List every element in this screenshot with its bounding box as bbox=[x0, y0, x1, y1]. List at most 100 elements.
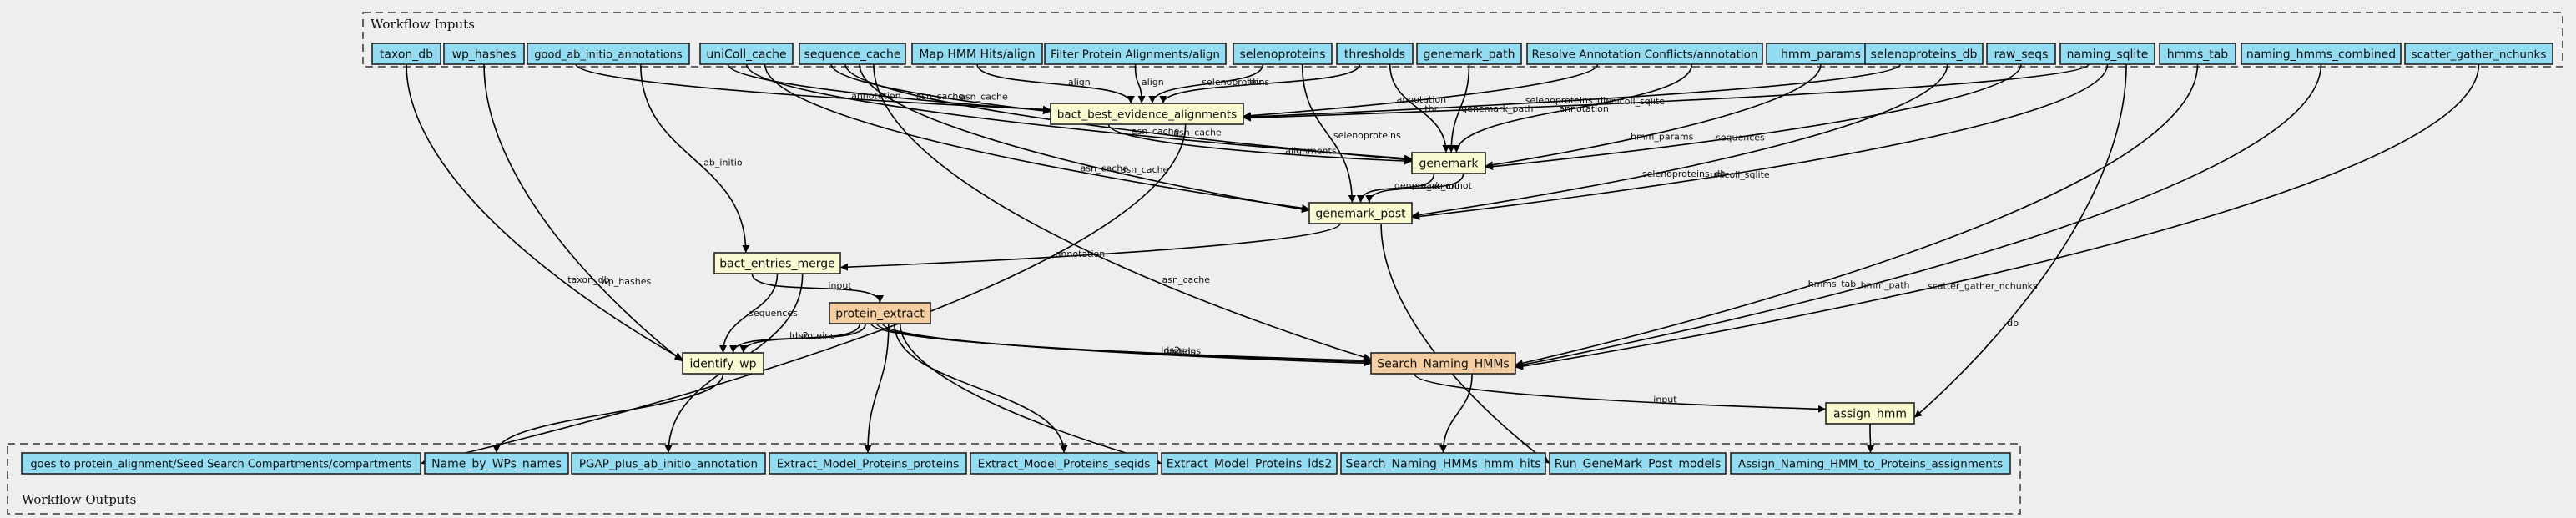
node-label: Extract_Model_Proteins_lds2 bbox=[1167, 458, 1333, 471]
edge-resolve_annotation_conflicts_annotation-to-bact_best_evidence_alignments bbox=[1243, 63, 1599, 120]
edge-label: genemark_path bbox=[1461, 103, 1533, 114]
node-box[interactable] bbox=[1864, 43, 1984, 65]
node-box[interactable] bbox=[699, 43, 794, 65]
edge-assign_hmm-to-out_assign bbox=[1866, 423, 1874, 454]
step-node-assign-hmm[interactable]: assign_hmm bbox=[1825, 402, 1915, 425]
node-box[interactable] bbox=[443, 43, 525, 65]
node-box[interactable] bbox=[21, 452, 421, 475]
node-box[interactable] bbox=[1370, 352, 1516, 375]
edge-label: db bbox=[2007, 318, 2019, 329]
step-node-search-naming-hmms[interactable]: Search_Naming_HMMs bbox=[1370, 352, 1516, 375]
node-box[interactable] bbox=[682, 352, 764, 375]
step-node-protein-extract[interactable]: protein_extract bbox=[829, 302, 931, 324]
edge-thresholds-to-bact_best_evidence_alignments bbox=[1159, 63, 1361, 104]
input-node-selenoproteins-db[interactable]: selenoproteins_db bbox=[1864, 43, 1984, 65]
output-node-out-pgap-plus[interactable]: PGAP_plus_ab_initio_annotation bbox=[571, 452, 766, 475]
input-node-unicoll-cache[interactable]: uniColl_cache bbox=[699, 43, 794, 65]
node-box[interactable] bbox=[713, 252, 841, 274]
node-label: bact_entries_merge bbox=[719, 258, 834, 271]
output-node-out-rgmp-models[interactable]: Run_GeneMark_Post_models bbox=[1549, 452, 1727, 475]
node-box[interactable] bbox=[1549, 452, 1727, 475]
node-box[interactable] bbox=[2404, 43, 2553, 65]
edge-label: proteins bbox=[798, 330, 835, 341]
node-box[interactable] bbox=[1411, 152, 1486, 174]
input-node-hmm-params[interactable]: hmm_params bbox=[1766, 43, 1876, 65]
edge-protein_extract-to-out_emp_lds2 bbox=[899, 323, 1162, 465]
node-box[interactable] bbox=[911, 43, 1043, 65]
edge-label: seqids bbox=[1166, 346, 1196, 357]
input-node-scatter-gather-nchunks[interactable]: scatter_gather_nchunks bbox=[2404, 43, 2553, 65]
output-node-out-emp-seqids[interactable]: Extract_Model_Proteins_seqids bbox=[970, 452, 1158, 475]
node-box[interactable] bbox=[1044, 43, 1227, 65]
edge-label: align bbox=[1068, 77, 1091, 88]
node-box[interactable] bbox=[829, 302, 931, 324]
input-node-thresholds[interactable]: thresholds bbox=[1336, 43, 1414, 65]
edge-label: sequences bbox=[749, 308, 798, 319]
edge-Search_Naming_HMMs-to-out_snh_hits bbox=[1439, 373, 1473, 454]
node-box[interactable] bbox=[799, 43, 906, 65]
output-node-out-assign[interactable]: Assign_Naming_HMM_to_Proteins_assignment… bbox=[1730, 452, 2011, 475]
input-node-map-hmm-hits-align[interactable]: Map HMM Hits/align bbox=[911, 43, 1043, 65]
input-node-selenoproteins[interactable]: selenoproteins bbox=[1233, 43, 1333, 65]
node-box[interactable] bbox=[1416, 43, 1522, 65]
output-node-out-emp-lds2[interactable]: Extract_Model_Proteins_lds2 bbox=[1161, 452, 1338, 475]
node-box[interactable] bbox=[371, 43, 441, 65]
output-node-out-compartments[interactable]: goes to protein_alignment/Seed Search Co… bbox=[21, 452, 421, 475]
node-label: hmm_params bbox=[1781, 48, 1861, 62]
node-label: raw_seqs bbox=[1994, 48, 2049, 62]
edge-wp_hashes-to-identify_wp bbox=[483, 63, 683, 362]
node-box[interactable] bbox=[1050, 103, 1244, 125]
node-label: hmms_tab bbox=[2167, 48, 2229, 62]
step-node-bact-best-evidence-alignments[interactable]: bact_best_evidence_alignments bbox=[1050, 103, 1244, 125]
output-node-out-name-by-wps[interactable]: Name_by_WPs_names bbox=[424, 452, 569, 475]
step-node-genemark[interactable]: genemark bbox=[1411, 152, 1486, 174]
node-box[interactable] bbox=[571, 452, 766, 475]
input-node-raw-seqs[interactable]: raw_seqs bbox=[1986, 43, 2056, 65]
step-node-genemark-post[interactable]: genemark_post bbox=[1308, 202, 1413, 224]
input-node-resolve-annotation-conflicts-annotation[interactable]: Resolve Annotation Conflicts/annotation bbox=[1526, 43, 1763, 65]
node-box[interactable] bbox=[2059, 43, 2155, 65]
node-box[interactable] bbox=[1161, 452, 1338, 475]
node-box[interactable] bbox=[2159, 43, 2236, 65]
node-box[interactable] bbox=[1730, 452, 2011, 475]
edge-thresholds-to-genemark bbox=[1389, 63, 1450, 153]
output-node-out-snh-hits[interactable]: Search_Naming_HMMs_hmm_hits bbox=[1340, 452, 1546, 475]
output-node-out-emp-proteins[interactable]: Extract_Model_Proteins_proteins bbox=[769, 452, 967, 475]
node-label: Name_by_WPs_names bbox=[431, 458, 562, 471]
node-label: uniColl_cache bbox=[706, 48, 786, 62]
edge-genemark-to-genemark_post bbox=[1357, 173, 1435, 204]
input-node-taxon-db[interactable]: taxon_db bbox=[371, 43, 441, 65]
edge-label: hmm_params bbox=[1631, 132, 1694, 143]
edge-genemark_post-to-out_rgmp_models bbox=[1380, 223, 1550, 465]
node-box[interactable] bbox=[1336, 43, 1414, 65]
node-box[interactable] bbox=[424, 452, 569, 475]
node-box[interactable] bbox=[1986, 43, 2056, 65]
node-box[interactable] bbox=[1340, 452, 1546, 475]
input-node-genemark-path[interactable]: genemark_path bbox=[1416, 43, 1522, 65]
node-label: genemark bbox=[1419, 158, 1479, 171]
node-box[interactable] bbox=[1825, 402, 1915, 425]
step-node-bact-entries-merge[interactable]: bact_entries_merge bbox=[713, 252, 841, 274]
edge-bact_best_evidence_alignments-to-out_compartments bbox=[420, 123, 1187, 465]
input-node-hmms-tab[interactable]: hmms_tab bbox=[2159, 43, 2236, 65]
input-node-filter-protein-alignments-align[interactable]: Filter Protein Alignments/align bbox=[1044, 43, 1227, 65]
node-label: PGAP_plus_ab_initio_annotation bbox=[579, 458, 758, 471]
node-label: Extract_Model_Proteins_seqids bbox=[978, 458, 1151, 471]
edge-label: input bbox=[1653, 395, 1677, 405]
node-box[interactable] bbox=[769, 452, 967, 475]
edge-label: asn_cache bbox=[1132, 126, 1180, 137]
input-node-naming-hmms-combined[interactable]: naming_hmms_combined bbox=[2241, 43, 2402, 65]
input-node-good-ab-initio-annotations[interactable]: good_ab_initio_annotations bbox=[527, 43, 690, 65]
step-node-identify-wp[interactable]: identify_wp bbox=[682, 352, 764, 375]
node-box[interactable] bbox=[970, 452, 1158, 475]
node-box[interactable] bbox=[1308, 202, 1413, 224]
input-node-wp-hashes[interactable]: wp_hashes bbox=[443, 43, 525, 65]
node-box[interactable] bbox=[1233, 43, 1333, 65]
input-node-naming-sqlite[interactable]: naming_sqlite bbox=[2059, 43, 2155, 65]
node-box[interactable] bbox=[1526, 43, 1763, 65]
input-node-sequence-cache[interactable]: sequence_cache bbox=[799, 43, 906, 65]
node-label: sequence_cache bbox=[804, 48, 901, 62]
edge-protein_extract-to-Search_Naming_HMMs bbox=[870, 323, 1372, 365]
node-box[interactable] bbox=[527, 43, 690, 65]
node-box[interactable] bbox=[2241, 43, 2402, 65]
